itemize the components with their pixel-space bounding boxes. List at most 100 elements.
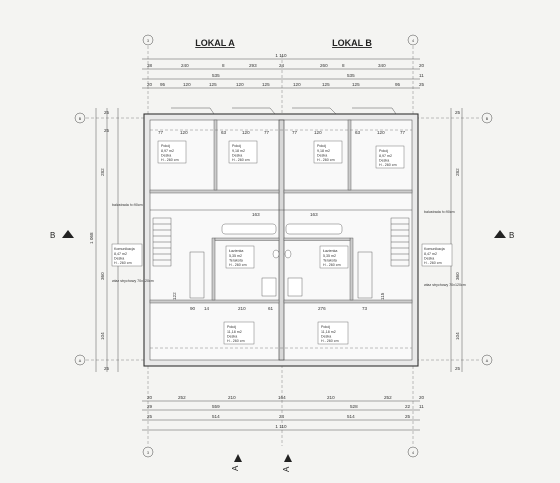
svg-text:120: 120 [183, 82, 191, 87]
svg-text:125: 125 [262, 82, 270, 87]
room-label-1: Pokój 8,97 m2 Deska H - 260 cm [157, 140, 187, 164]
svg-text:514: 514 [212, 414, 220, 419]
svg-text:8,97 m2: 8,97 m2 [161, 149, 174, 153]
section-marker-bottom-right: A [282, 454, 292, 472]
svg-text:8,97 m2: 8,97 m2 [379, 154, 392, 158]
stairs-left [152, 217, 205, 299]
svg-text:B: B [50, 231, 55, 240]
top-side-dims: 20 11 25 [419, 63, 425, 87]
svg-text:293: 293 [249, 63, 257, 68]
svg-text:164: 164 [278, 395, 286, 400]
axis-marker-bottom-left: 3 [142, 446, 154, 458]
axis-marker-bottom-right: 4 [407, 446, 419, 458]
svg-text:360: 360 [100, 272, 105, 280]
stairs-right [357, 217, 410, 299]
svg-text:360: 360 [455, 272, 460, 280]
svg-text:Deska: Deska [424, 257, 434, 261]
note-wlaz-left: właz strychowy 70x120cm [112, 279, 154, 283]
svg-text:125: 125 [322, 82, 330, 87]
bottom-dim-row2: 29 559 528 22 [147, 404, 411, 409]
svg-text:25: 25 [104, 110, 110, 115]
svg-text:104: 104 [455, 332, 460, 340]
svg-text:A: A [231, 465, 240, 471]
svg-text:Pokój: Pokój [232, 144, 241, 148]
svg-text:25: 25 [455, 110, 461, 115]
svg-text:20: 20 [419, 395, 425, 400]
interior-dims-left-top: 77 120 63 120 77 [158, 130, 270, 135]
svg-text:20: 20 [419, 63, 425, 68]
svg-text:H - 260 cm: H - 260 cm [317, 158, 335, 162]
svg-text:95: 95 [395, 82, 401, 87]
title-lokal-b: LOKAL B [332, 38, 372, 48]
svg-text:24: 24 [279, 414, 285, 419]
left-dims: 25 25 282 360 1 068 104 25 [89, 110, 110, 371]
svg-text:Deska: Deska [379, 159, 389, 163]
svg-text:11,18 m2: 11,18 m2 [321, 330, 336, 334]
axis-marker-left-bottom: A [74, 354, 86, 366]
svg-text:535: 535 [212, 73, 220, 78]
svg-text:H - 260 cm: H - 260 cm [379, 163, 397, 167]
left-dimension-lines [95, 108, 119, 372]
svg-text:25: 25 [104, 366, 110, 371]
svg-text:Deska: Deska [114, 257, 124, 261]
svg-text:120: 120 [180, 130, 188, 135]
svg-text:252: 252 [178, 395, 186, 400]
axis-marker-right-top: B [481, 112, 493, 124]
section-marker-bottom-left: A [231, 454, 242, 471]
svg-text:125: 125 [209, 82, 217, 87]
interior-dims-right-top: 77 120 63 120 77 [292, 130, 406, 135]
bottom-dim-row1: 20 252 210 164 210 252 [147, 395, 392, 400]
svg-text:20: 20 [147, 82, 153, 87]
svg-text:282: 282 [100, 168, 105, 176]
svg-text:5,35 m2: 5,35 m2 [323, 254, 336, 258]
svg-text:535: 535 [347, 73, 355, 78]
svg-text:240: 240 [181, 63, 189, 68]
svg-text:120: 120 [236, 82, 244, 87]
svg-text:22: 22 [405, 404, 411, 409]
top-dim-row3: 20 95 120 125 120 125 120 125 125 95 [147, 82, 401, 87]
room-label-10: Pokój 11,18 m2 Deska H - 260 cm [317, 321, 349, 345]
svg-text:Terakota: Terakota [229, 259, 243, 263]
svg-text:77: 77 [400, 130, 406, 135]
svg-text:Deska: Deska [321, 335, 331, 339]
svg-text:3: 3 [147, 451, 149, 455]
top-dimension-lines [142, 58, 420, 89]
svg-text:Komunikacja: Komunikacja [114, 247, 135, 251]
svg-text:3: 3 [147, 39, 149, 43]
svg-text:120: 120 [377, 130, 385, 135]
svg-text:11: 11 [419, 404, 424, 409]
right-dimension-lines [450, 108, 463, 372]
svg-text:11: 11 [419, 73, 424, 78]
svg-text:260: 260 [320, 63, 328, 68]
svg-text:73: 73 [362, 306, 368, 311]
svg-text:4: 4 [412, 451, 414, 455]
top-dim-row2: 535 535 [212, 73, 355, 78]
svg-text:11,18 m2: 11,18 m2 [227, 330, 242, 334]
svg-text:B: B [509, 231, 514, 240]
svg-text:Deska: Deska [232, 154, 242, 158]
right-dims: 25 282 360 104 25 [455, 110, 461, 371]
svg-text:Pokój: Pokój [321, 325, 330, 329]
svg-text:Deska: Deska [317, 154, 327, 158]
svg-text:8,47 m2: 8,47 m2 [114, 252, 127, 256]
svg-text:90: 90 [190, 306, 196, 311]
bottom-total-dim: 1 110 [275, 424, 287, 429]
svg-text:120: 120 [293, 82, 301, 87]
svg-text:Pokój: Pokój [379, 149, 388, 153]
svg-text:B: B [486, 117, 489, 121]
svg-text:514: 514 [347, 414, 355, 419]
section-marker-left: B [50, 230, 74, 240]
axis-marker-left-top: B [74, 112, 86, 124]
svg-text:210: 210 [228, 395, 236, 400]
svg-text:25: 25 [455, 366, 461, 371]
svg-text:63: 63 [221, 130, 227, 135]
interior-dims-bottom: 90 14 210 61 276 73 [190, 306, 368, 311]
svg-text:Terakota: Terakota [323, 259, 337, 263]
svg-text:276: 276 [318, 306, 326, 311]
svg-text:A: A [79, 359, 82, 363]
svg-text:25: 25 [147, 414, 153, 419]
title-lokal-a: LOKAL A [195, 38, 235, 48]
svg-text:25: 25 [104, 128, 110, 133]
svg-text:125: 125 [352, 82, 360, 87]
svg-text:8: 8 [342, 63, 345, 68]
